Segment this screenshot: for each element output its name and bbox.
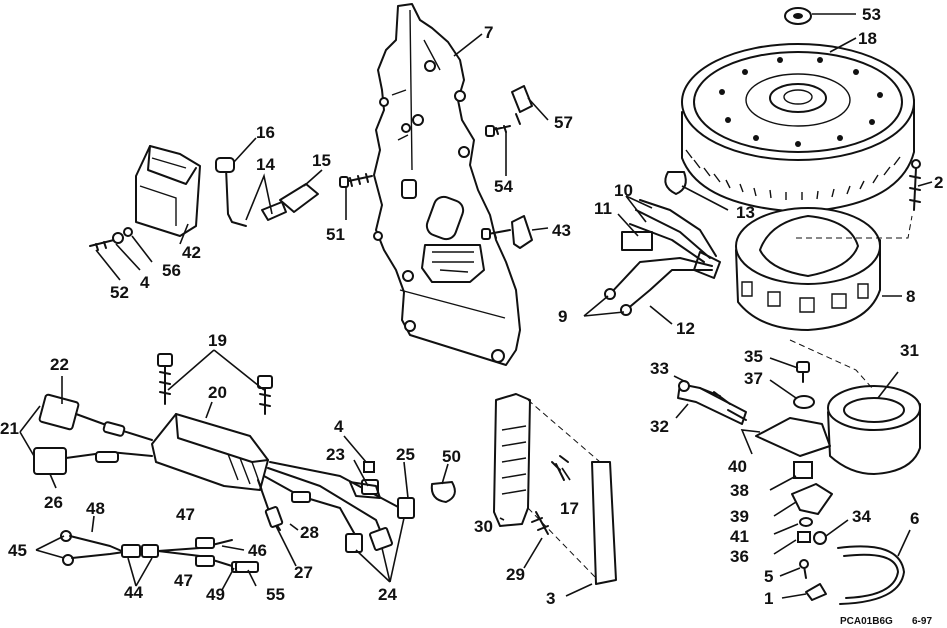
callout-47b: 47 (174, 571, 193, 590)
callout-21: 21 (0, 419, 19, 438)
callout-20: 20 (208, 383, 227, 402)
hardware (89, 85, 921, 605)
callout-53: 53 (862, 5, 881, 24)
callout-50: 50 (442, 447, 461, 466)
callout-52: 52 (110, 283, 129, 302)
stator (604, 199, 881, 331)
callout-6: 6 (910, 509, 919, 528)
callout-17: 17 (560, 499, 579, 518)
callout-34: 34 (852, 507, 871, 526)
callout-4a: 4 (140, 273, 150, 292)
callout-16: 16 (256, 123, 275, 142)
callout-36: 36 (730, 547, 749, 566)
callout-35: 35 (744, 347, 763, 366)
mounting-plate (373, 3, 521, 366)
callout-9: 9 (558, 307, 567, 326)
jumper-lead (60, 530, 247, 573)
callout-19: 19 (208, 331, 227, 350)
callout-46: 46 (248, 541, 267, 560)
figure-date: 6-97 (912, 616, 932, 627)
callout-22: 22 (50, 355, 69, 374)
callout-24: 24 (378, 585, 397, 604)
callout-7: 7 (484, 23, 493, 42)
callout-2: 2 (934, 173, 943, 192)
callout-32: 32 (650, 417, 669, 436)
callout-43: 43 (552, 221, 571, 240)
terminal-block (493, 393, 617, 585)
callout-labels: 53 18 7 57 16 14 15 2 54 13 10 11 42 51 … (0, 5, 943, 608)
callout-18: 18 (858, 29, 877, 48)
callout-14: 14 (256, 155, 275, 174)
alignment-line (789, 215, 913, 389)
callout-55: 55 (266, 585, 285, 604)
callout-4b: 4 (334, 417, 344, 436)
ignition-coil (135, 145, 201, 237)
flywheel (681, 7, 915, 213)
trigger-coil (677, 383, 921, 475)
callout-15: 15 (312, 151, 331, 170)
callout-44: 44 (124, 583, 143, 602)
callout-54: 54 (494, 177, 513, 196)
callout-42: 42 (182, 243, 201, 262)
spark-plug-leads (215, 157, 319, 227)
callout-10: 10 (614, 181, 633, 200)
callout-28: 28 (300, 523, 319, 542)
callout-38: 38 (730, 481, 749, 500)
leader-lines (19, 13, 933, 599)
callout-8: 8 (906, 287, 915, 306)
callout-29: 29 (506, 565, 525, 584)
callout-41: 41 (730, 527, 749, 546)
power-pack (33, 393, 415, 553)
clamp-13 (664, 171, 687, 195)
callout-49: 49 (206, 585, 225, 604)
figure-code: PCA01B6G (840, 616, 893, 627)
callout-26: 26 (44, 493, 63, 512)
callout-33: 33 (650, 359, 669, 378)
callout-39: 39 (730, 507, 749, 526)
callout-40: 40 (728, 457, 747, 476)
callout-27: 27 (294, 563, 313, 582)
callout-3: 3 (546, 589, 555, 608)
callout-51: 51 (326, 225, 345, 244)
callout-31: 31 (900, 341, 919, 360)
callout-11: 11 (594, 199, 612, 218)
callout-30: 30 (474, 517, 493, 536)
callout-56: 56 (162, 261, 181, 280)
callout-23: 23 (326, 445, 345, 464)
callout-12: 12 (676, 319, 695, 338)
callout-13: 13 (736, 203, 755, 222)
callout-57: 57 (554, 113, 573, 132)
callout-45: 45 (8, 541, 27, 560)
callout-48: 48 (86, 499, 105, 518)
callout-37: 37 (744, 369, 763, 388)
callout-5: 5 (764, 567, 773, 586)
callout-25: 25 (396, 445, 415, 464)
callout-47a: 47 (176, 505, 195, 524)
callout-1: 1 (764, 589, 773, 608)
